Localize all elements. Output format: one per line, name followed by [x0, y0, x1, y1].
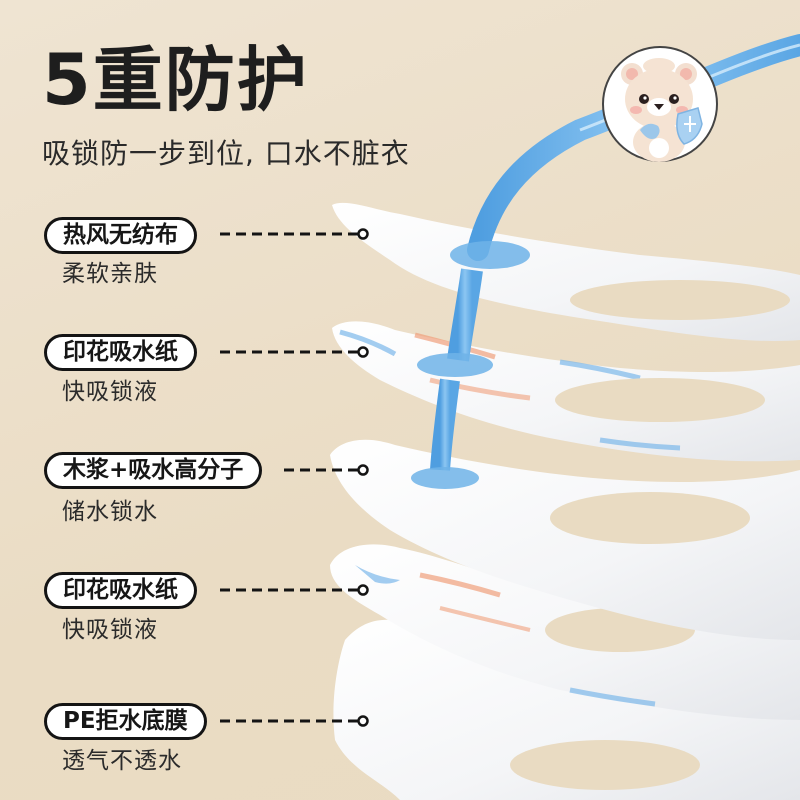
- layer-desc-3: 储水锁水: [62, 499, 158, 525]
- layer-sheet-pe-film: [333, 619, 800, 800]
- layer-label-5: PE拒水底膜: [44, 703, 207, 740]
- bear-with-shield-icon: [602, 46, 718, 162]
- layer-sheet-nonwoven: [332, 202, 800, 341]
- layer-label-1: 热风无纺布: [44, 217, 197, 254]
- layer-name-pill: 木浆+吸水高分子: [44, 452, 263, 489]
- layer-sheet-pulp-sap: [330, 439, 800, 640]
- bear-badge: [600, 44, 720, 164]
- layer-desc-2: 快吸锁液: [62, 379, 158, 405]
- layer-desc-1: 柔软亲肤: [62, 261, 158, 287]
- layer-name-pill: 热风无纺布: [44, 217, 197, 254]
- layer-desc-4: 快吸锁液: [62, 617, 158, 643]
- layer-name-pill: PE拒水底膜: [44, 703, 207, 740]
- layer-label-4: 印花吸水纸: [44, 572, 197, 609]
- layer-label-3: 木浆+吸水高分子: [44, 452, 263, 489]
- layer-desc-5: 透气不透水: [62, 748, 182, 774]
- page-title: 5重防护: [42, 39, 309, 121]
- layer-sheet-print-paper-1: [332, 321, 800, 462]
- water-stream-icon: [411, 34, 800, 489]
- layer-name-pill: 印花吸水纸: [44, 572, 197, 609]
- page-subtitle: 吸锁防一步到位, 口水不脏衣: [42, 137, 410, 170]
- layer-label-2: 印花吸水纸: [44, 334, 197, 371]
- layer-sheet-print-paper-2: [330, 544, 800, 720]
- layer-name-pill: 印花吸水纸: [44, 334, 197, 371]
- connector-lines: [220, 228, 369, 727]
